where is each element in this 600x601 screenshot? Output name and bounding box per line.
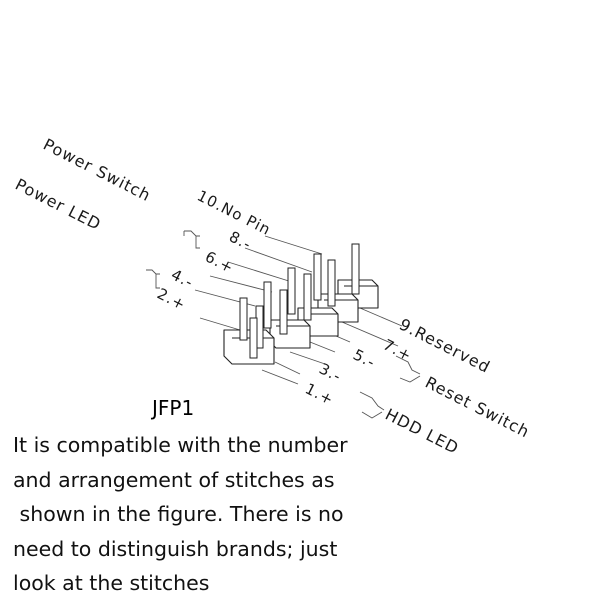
pin-2 [239, 297, 248, 341]
connector-name: JFP1 [150, 396, 194, 420]
label-pin-1: 1.+ [302, 380, 337, 410]
pins-front-row [249, 259, 336, 359]
label-power-led: Power LED [12, 175, 104, 235]
pin-1 [249, 317, 258, 359]
pin-4 [263, 281, 272, 329]
pins-back-row [239, 243, 360, 341]
pin-7 [303, 273, 312, 321]
pin-10-nopin [351, 243, 360, 295]
label-pin-3: 3.- [316, 360, 344, 386]
label-pin-6: 6.+ [202, 248, 237, 278]
label-pin-5: 5.- [350, 346, 378, 372]
compatibility-note: It is compatible with the number and arr… [13, 433, 348, 595]
pin-6 [287, 267, 296, 315]
label-pin-4: 4.- [168, 266, 196, 292]
pin-8 [313, 253, 322, 301]
pin-9 [327, 259, 336, 307]
pin-5 [279, 289, 288, 335]
label-pin-7: 7.+ [380, 336, 415, 366]
